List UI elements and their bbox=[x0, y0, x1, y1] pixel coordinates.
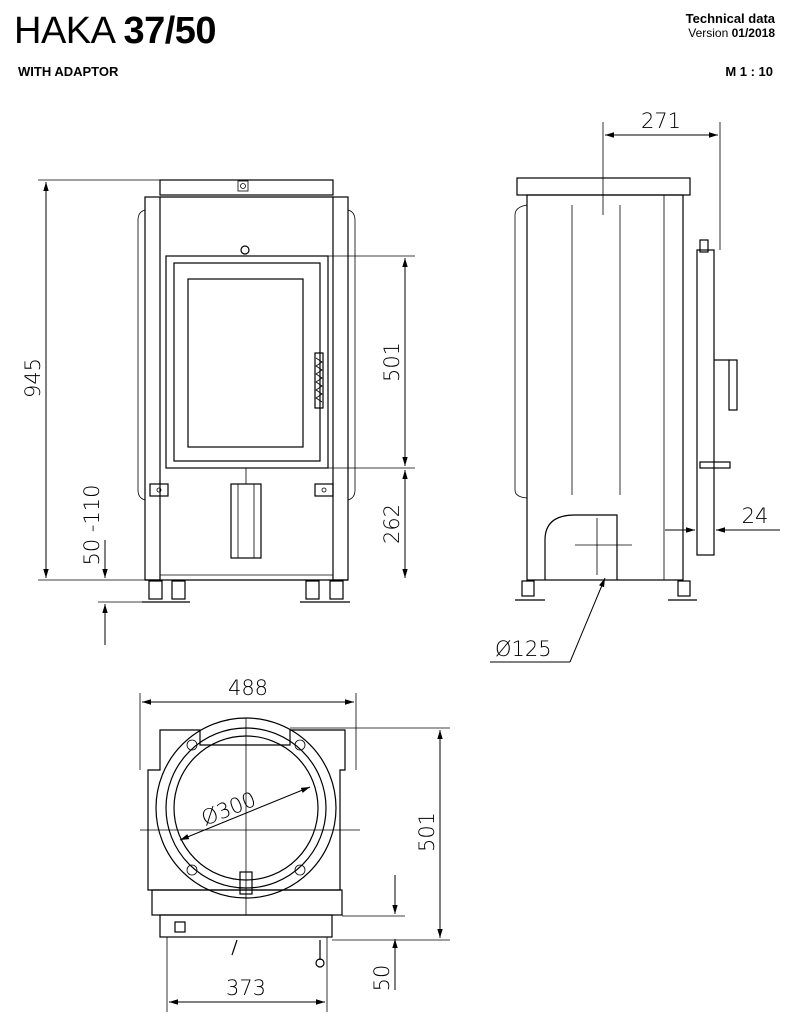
doc-type: Technical data bbox=[685, 11, 775, 26]
dimension-foot-adjust: 50 -110 bbox=[80, 484, 104, 565]
front-view: 945 501 262 50 -110 bbox=[21, 179, 415, 645]
dimension-top-depth: 501 bbox=[415, 812, 439, 852]
version: Version 01/2018 bbox=[686, 26, 775, 40]
dimension-back-offset: 24 bbox=[742, 504, 769, 528]
version-label: Version bbox=[688, 26, 729, 40]
model-number: 37/50 bbox=[123, 10, 217, 52]
side-view: 271 24 Ø125 bbox=[490, 109, 780, 663]
model-prefix: HAKA bbox=[14, 10, 114, 52]
dimension-top-width: 488 bbox=[228, 676, 268, 700]
scale-label: M 1 : 10 bbox=[725, 64, 773, 79]
dimension-base-width: 373 bbox=[226, 976, 266, 1000]
top-view: Ø300 488 501 373 50 bbox=[139, 676, 450, 1012]
subtitle: WITH ADAPTOR bbox=[18, 64, 119, 79]
adjustable-feet bbox=[142, 580, 350, 603]
dimension-top-flue-diameter: Ø300 bbox=[198, 787, 259, 830]
dimension-door-height: 501 bbox=[380, 342, 404, 382]
version-value: 01/2018 bbox=[731, 26, 775, 40]
dimension-depth-top: 271 bbox=[641, 109, 681, 133]
document-info: Technical data Version 01/2018 bbox=[685, 11, 775, 41]
dimension-height-total: 945 bbox=[21, 358, 45, 398]
dimension-door-bottom: 262 bbox=[380, 504, 404, 544]
page-title: HAKA 37/50 bbox=[14, 10, 217, 53]
dimension-front-offset: 50 bbox=[370, 965, 394, 992]
dimension-flue-diameter: Ø125 bbox=[495, 637, 552, 661]
